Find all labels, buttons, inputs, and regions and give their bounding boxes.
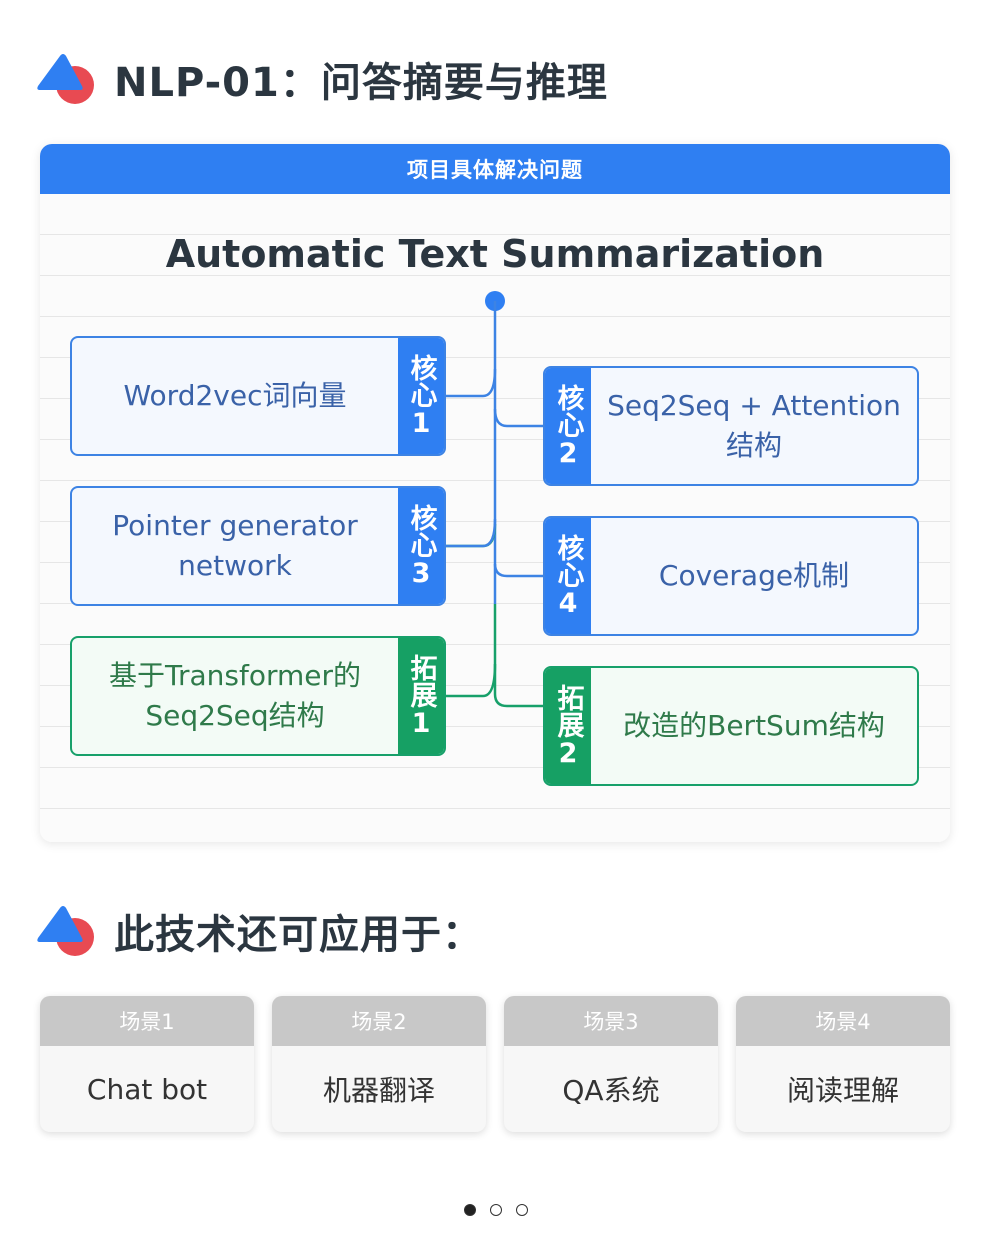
scene-label: 场景1 [40,996,254,1046]
node-core-3-text: Pointer generator network [112,509,358,582]
scene-value: Chat bot [86,1072,208,1106]
node-core-4-tag: 核心4 [545,518,591,634]
page-title: NLP-01：问答摘要与推理 [114,60,608,106]
scene-value: 阅读理解 [786,1074,899,1107]
scene-value: QA系统 [562,1074,660,1107]
node-core-4-text: Coverage机制 [658,559,850,592]
node-ext-1: 基于Transformer的Seq2Seq结构 拓展1 [70,636,446,756]
node-core-1: Word2vec词向量 核心1 [70,336,446,456]
node-core-2-tag: 核心2 [545,368,591,484]
node-core-3: Pointer generator network 核心3 [70,486,446,606]
scene-card-2[interactable]: 场景2 机器翻译 [272,996,486,1132]
node-ext-1-tag: 拓展1 [398,638,444,754]
applications-title: 此技术还可应用于： [114,912,483,958]
scene-label: 场景3 [504,996,718,1046]
node-core-2-text: Seq2Seq + Attention结构 [607,389,901,462]
scene-list: 场景1 Chat bot 场景2 机器翻译 场景3 QA系统 场景4 阅读理解 [40,996,950,1132]
diagram-title: Automatic Text Summarization [165,232,825,276]
node-ext-2-tag: 拓展2 [545,668,591,784]
node-core-1-tag: 核心1 [398,338,444,454]
section-header-applications: 此技术还可应用于： [36,902,483,960]
section-header-main: NLP-01：问答摘要与推理 [36,50,608,108]
node-core-4: 核心4 Coverage机制 [543,516,919,636]
scene-label: 场景2 [272,996,486,1046]
node-ext-2-text: 改造的BertSum结构 [623,709,885,742]
node-core-3-tag: 核心3 [398,488,444,604]
node-ext-2: 拓展2 改造的BertSum结构 [543,666,919,786]
diagram-area: Automatic Text Summarization Word2vec词向量… [40,194,950,842]
triangle-circle-logo-icon [36,52,96,106]
solution-card: 项目具体解决问题 Automatic Text Summarization Wo… [40,144,950,842]
node-core-2: 核心2 Seq2Seq + Attention结构 [543,366,919,486]
node-core-1-text: Word2vec词向量 [123,379,347,412]
triangle-circle-logo-icon [36,904,96,958]
scene-label: 场景4 [736,996,950,1046]
connector-lines [446,291,545,708]
page-dot-1[interactable] [464,1204,476,1216]
scene-card-3[interactable]: 场景3 QA系统 [504,996,718,1132]
node-ext-1-text: 基于Transformer的Seq2Seq结构 [108,659,361,732]
scene-card-4[interactable]: 场景4 阅读理解 [736,996,950,1132]
page-dot-3[interactable] [516,1204,528,1216]
page-dot-2[interactable] [490,1204,502,1216]
pagination-dots [0,1204,992,1216]
scene-value: 机器翻译 [322,1074,435,1107]
scene-card-1[interactable]: 场景1 Chat bot [40,996,254,1132]
card-header: 项目具体解决问题 [40,144,950,194]
